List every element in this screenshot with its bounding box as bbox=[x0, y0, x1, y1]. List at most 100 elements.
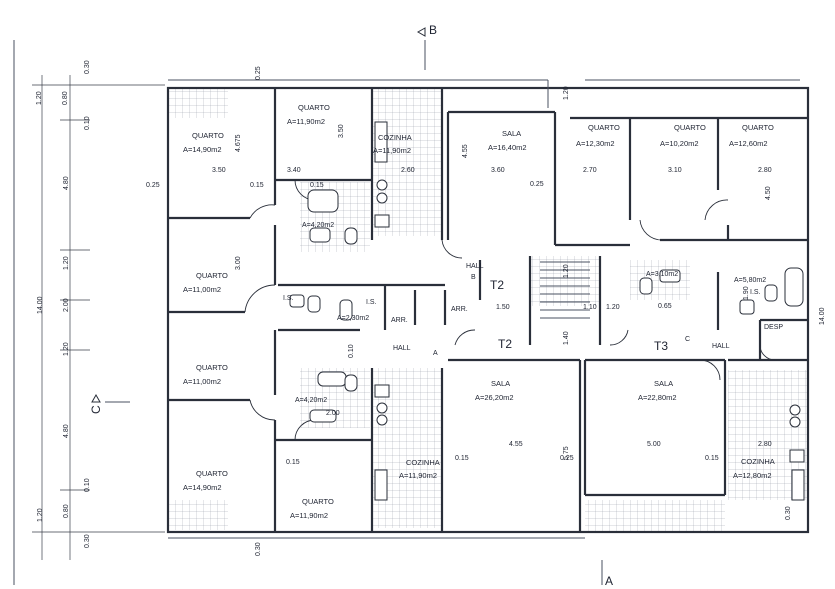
room-area: A=11,90m2 bbox=[287, 117, 325, 126]
room-area: A=11,90m2 bbox=[399, 471, 437, 480]
room-name-quarto: QUARTO bbox=[192, 131, 224, 140]
dimension-label: 2.60 bbox=[401, 167, 415, 174]
room-area: A=11,00m2 bbox=[183, 377, 221, 386]
dimension-label: 0.65 bbox=[658, 303, 672, 310]
room-area: A=26,20m2 bbox=[475, 393, 514, 402]
dimension-label: 2.80 bbox=[758, 167, 772, 174]
bathroom-area: A=3,10m2 bbox=[646, 271, 678, 278]
is-label: I.S. bbox=[366, 299, 377, 306]
section-mark-b: B bbox=[429, 23, 437, 37]
room-name-cozinha: COZINHA bbox=[406, 458, 440, 467]
dimension-label: 0.15 bbox=[310, 182, 324, 189]
dimension-label: 3.50 bbox=[212, 167, 226, 174]
dimension-label: 1.20 bbox=[563, 264, 570, 278]
section-mark-b-arrow bbox=[416, 27, 426, 37]
dimension-label: 1.90 bbox=[743, 286, 750, 300]
dimension-label: 1.40 bbox=[563, 331, 570, 345]
dimension-label: 3.00 bbox=[235, 256, 242, 270]
storage-label: ARR. bbox=[391, 317, 408, 324]
room-area: A=16,40m2 bbox=[488, 143, 527, 152]
interior-dimensions: 0.25 3.50 4.675 0.15 3.40 3.50 2.60 4.55… bbox=[146, 66, 826, 556]
is-label: I.S. bbox=[283, 295, 294, 302]
dimension-label: 3.40 bbox=[287, 167, 301, 174]
dimension-label: 4.80 bbox=[63, 424, 70, 438]
dimension-label: 4.675 bbox=[235, 134, 242, 152]
dimension-label: 3.50 bbox=[338, 124, 345, 138]
room-name-cozinha: COZINHA bbox=[378, 133, 412, 142]
dimension-label: 4.55 bbox=[509, 441, 523, 448]
dimension-label: 0.25 bbox=[530, 181, 544, 188]
room-name-quarto: QUARTO bbox=[196, 363, 228, 372]
total-dimension-label: 14.00 bbox=[819, 307, 826, 325]
hall-label: HALL bbox=[466, 263, 484, 270]
room-name-quarto: QUARTO bbox=[302, 497, 334, 506]
hall-label: HALL bbox=[712, 343, 730, 350]
door-swings bbox=[244, 179, 776, 441]
room-area: A=11,90m2 bbox=[373, 146, 411, 155]
dimension-label: 0.15 bbox=[455, 455, 469, 462]
dimension-label: 4.55 bbox=[462, 144, 469, 158]
room-area: A=11,00m2 bbox=[183, 285, 221, 294]
bathroom-area: A=4,20m2 bbox=[302, 222, 334, 229]
room-area: A=22,80m2 bbox=[638, 393, 677, 402]
dimension-label: 0.15 bbox=[286, 459, 300, 466]
section-mark-c: C bbox=[89, 405, 103, 414]
section-mark-a: A bbox=[605, 574, 613, 588]
balcony-tiling-top bbox=[168, 88, 228, 118]
dimension-label: 4.80 bbox=[63, 176, 70, 190]
room-name-sala: SALA bbox=[491, 379, 510, 388]
dimension-label: 2.00 bbox=[326, 410, 340, 417]
exterior-wall bbox=[166, 86, 810, 534]
unit-type-label: T3 bbox=[654, 339, 668, 353]
bathroom-area: A=2,30m2 bbox=[337, 315, 369, 322]
dimension-label: 5.00 bbox=[647, 441, 661, 448]
dimension-label: 0.10 bbox=[348, 344, 355, 358]
room-area: A=10,20m2 bbox=[660, 139, 699, 148]
dimension-label: 0.15 bbox=[705, 455, 719, 462]
dimension-label: 0.30 bbox=[84, 534, 91, 548]
dimension-label: 1.20 bbox=[36, 91, 43, 105]
balcony-tiling-bottom bbox=[168, 500, 228, 530]
stair bbox=[540, 261, 590, 319]
dimension-label: 1.10 bbox=[583, 304, 597, 311]
dimension-label: 1.20 bbox=[37, 508, 44, 522]
dimension-label: 0.10 bbox=[84, 116, 91, 130]
dimension-label: 0.15 bbox=[250, 182, 264, 189]
dimension-label: 0.30 bbox=[785, 506, 792, 520]
balcony-tiling-bottom-right bbox=[585, 500, 725, 532]
dimension-label: 0.25 bbox=[255, 66, 262, 80]
dimension-label: 1.20 bbox=[63, 342, 70, 356]
bathroom-area: A=4,20m2 bbox=[295, 397, 327, 404]
dimension-label: 1.50 bbox=[496, 304, 510, 311]
dimension-label: 0.30 bbox=[255, 542, 262, 556]
dimension-label: 0.30 bbox=[84, 60, 91, 74]
hall-label: HALL bbox=[393, 345, 411, 352]
room-area: A=12,60m2 bbox=[729, 139, 768, 148]
dimension-label: 3.10 bbox=[668, 167, 682, 174]
room-name-sala: SALA bbox=[654, 379, 673, 388]
room-area: A=12,30m2 bbox=[576, 139, 615, 148]
dimension-label: 1.20 bbox=[563, 86, 570, 100]
room-name-quarto: QUARTO bbox=[674, 123, 706, 132]
dimension-label: 2.00 bbox=[63, 298, 70, 312]
dimension-label: 2.80 bbox=[758, 441, 772, 448]
room-name-quarto: QUARTO bbox=[196, 469, 228, 478]
entrance-label: A bbox=[433, 350, 438, 357]
dimension-label: 3.60 bbox=[491, 167, 505, 174]
dimension-label: 0.10 bbox=[84, 478, 91, 492]
dimension-label: 0.25 bbox=[560, 455, 574, 462]
fixtures bbox=[289, 121, 805, 501]
room-name-quarto: QUARTO bbox=[588, 123, 620, 132]
dimension-label: 0.80 bbox=[62, 91, 69, 105]
room-area: A=14,90m2 bbox=[183, 145, 222, 154]
storage-label: ARR. bbox=[451, 306, 468, 313]
room-area: A=11,90m2 bbox=[290, 511, 328, 520]
interior-walls bbox=[168, 88, 808, 532]
dimension-label: 1.20 bbox=[63, 256, 70, 270]
room-name-cozinha: COZINHA bbox=[741, 457, 775, 466]
room-name-sala: SALA bbox=[502, 129, 521, 138]
dimension-label: 0.25 bbox=[146, 182, 160, 189]
is-label: I.S. bbox=[750, 289, 761, 296]
unit-type-label: T2 bbox=[498, 337, 512, 351]
